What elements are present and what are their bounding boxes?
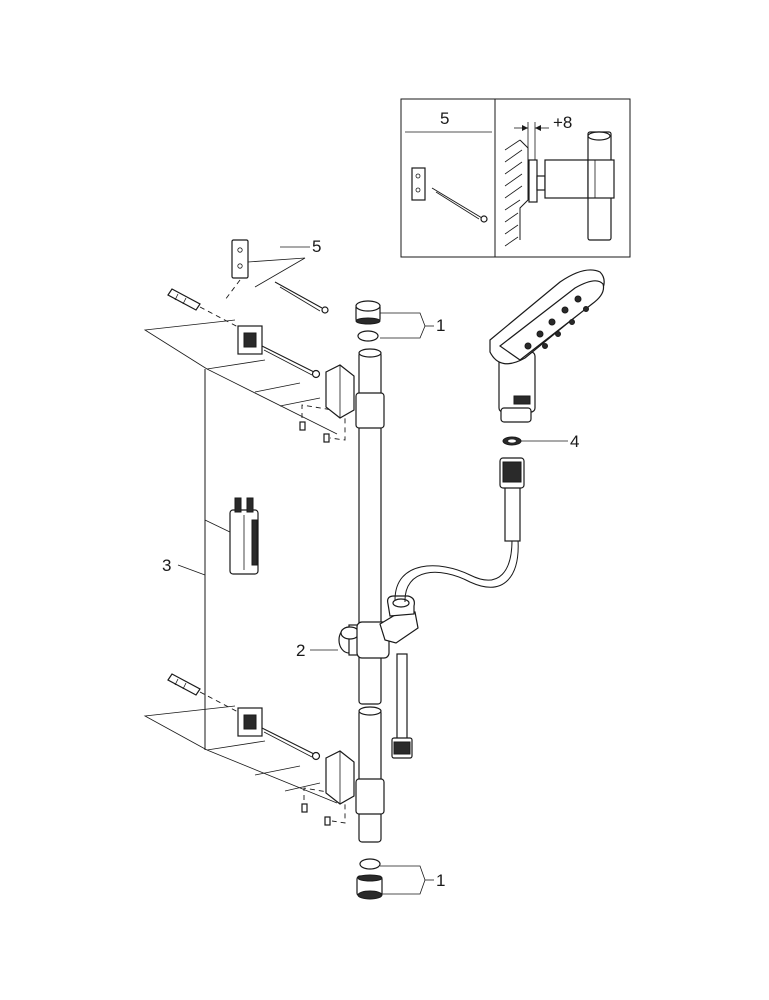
inset-screw: [431, 187, 488, 223]
callout-5-label: 5: [312, 237, 321, 256]
callout-2-label: 2: [296, 641, 305, 660]
top-rail-holder: [325, 364, 385, 429]
hand-shower: [489, 269, 605, 423]
top-wall-plane: [143, 319, 338, 435]
callout-3: 3: [162, 556, 206, 576]
washer-part-4: [502, 436, 522, 446]
callout-1-top: 1: [380, 312, 445, 339]
bottom-rail-holder: [325, 750, 385, 815]
callout-2: 2: [296, 641, 338, 660]
callout-5: 5: [280, 237, 321, 256]
inset-detail: 5: [400, 98, 631, 258]
inset-mounting-block: [411, 167, 426, 201]
inset-label-offset: +8: [553, 113, 572, 132]
slider-part-2: [338, 595, 419, 659]
shower-hose: [391, 457, 525, 759]
top-mounting-block: [237, 325, 321, 379]
inset-label-5: 5: [440, 109, 449, 128]
callout-1-bottom: 1: [380, 865, 445, 895]
bottom-end-cap: [356, 858, 383, 900]
template-line-3: [204, 369, 233, 750]
bottom-wall-anchor-plug: [167, 673, 241, 714]
bottom-grub-screws: [301, 787, 346, 826]
inset-wall-section: [504, 139, 529, 247]
callout-3-label: 3: [162, 556, 171, 575]
callout-4: 4: [521, 432, 579, 451]
callout-1-top-label: 1: [436, 316, 445, 335]
bottom-mounting-block: [237, 707, 321, 761]
rail-clip-part-3: [229, 497, 259, 575]
top-bracket-5: [224, 239, 329, 314]
top-wall-anchor-plug: [167, 288, 241, 329]
top-end-cap: [355, 300, 381, 342]
callout-1-bottom-label: 1: [436, 871, 445, 890]
inset-dimension: +8: [514, 113, 572, 168]
callout-4-label: 4: [570, 432, 579, 451]
inset-bracket: [528, 131, 615, 241]
